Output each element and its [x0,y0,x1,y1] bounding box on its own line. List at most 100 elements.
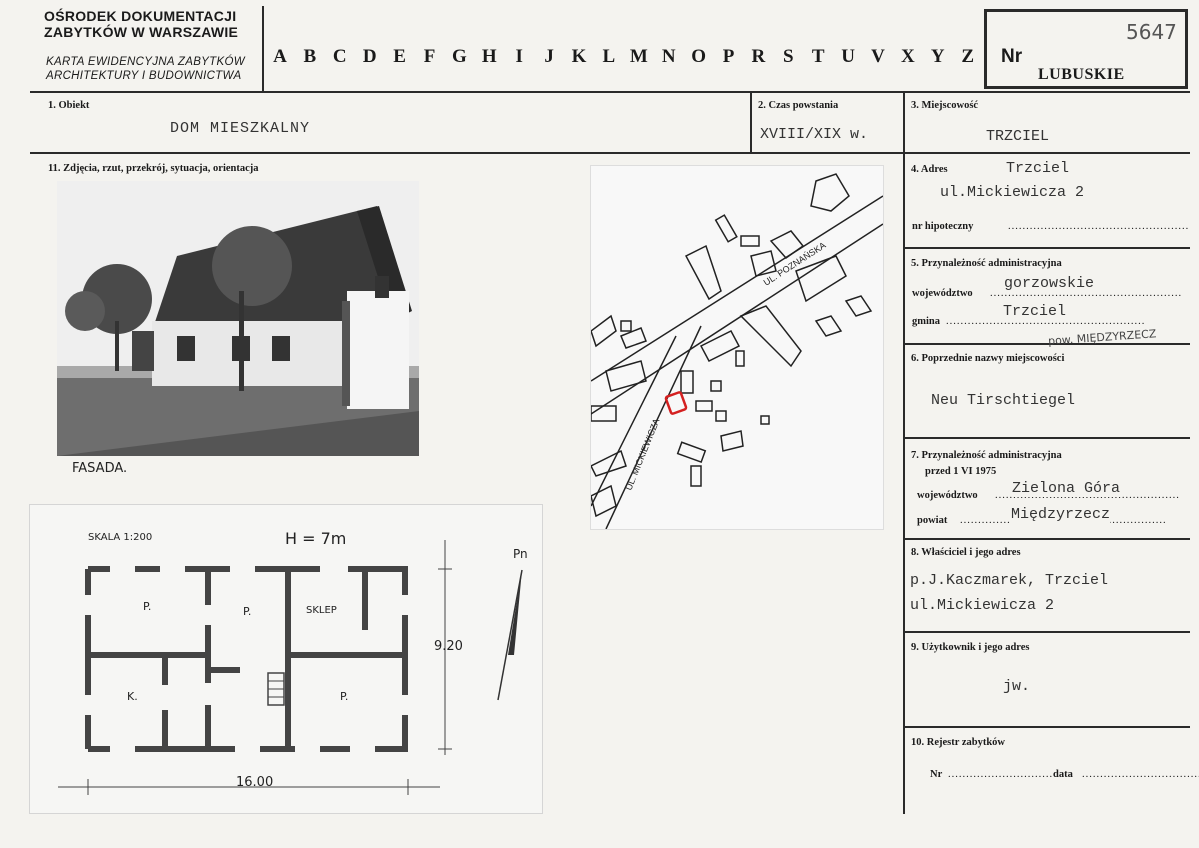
header-divider [262,6,264,92]
poprzednie-value: Neu Tirschtiegel [931,392,1076,409]
rejestr-label: 10. Rejestr zabytków [911,737,1005,748]
wojewodztwo-dots: ........................................… [990,288,1183,299]
gmina-label: gmina [912,316,941,327]
rule-header-bottom [30,91,1190,93]
room-label-2: P. [243,605,252,618]
letter-f: F [423,46,436,67]
north-label: Pn [513,547,528,561]
letter-c: C [332,46,347,67]
room-label-4: K. [127,690,138,703]
rule-sec6 [904,437,1190,439]
north-arrow-line [497,569,523,701]
floor-plan-drawing [58,540,523,795]
czas-value: XVIII/XIX w. [760,126,869,143]
obiekt-label: 1. Obiekt [48,100,90,111]
letter-n: N [661,46,676,67]
letter-j: J [544,46,554,67]
adres-label: 4. Adres [911,164,948,175]
poprzednie-label: 6. Poprzednie nazwy miejscowości [911,353,1065,364]
letter-k: K [571,46,587,67]
rule-sec7 [904,538,1190,540]
hipoteczny-label: nr hipoteczny [912,221,974,232]
region-stamp: LUBUSKIE [1038,66,1125,83]
letter-p: P [722,46,735,67]
powiat-label: powiat [917,515,948,526]
wlasciciel-line1: p.J.Kaczmarek, Trzciel [910,572,1109,589]
miejscowosc-label: 3. Miejscowość [911,100,979,111]
floor-plan: SKALA 1:200 H = 7m P. P. SKLEP K. P. 9.2… [29,504,543,814]
dim-vertical: 9.20 [434,639,463,654]
room-label-1: P. [143,600,152,613]
letter-o: O [691,46,706,67]
letter-a: A [273,46,287,67]
letter-b: B [303,46,317,67]
dim-horizontal: 16.00 [236,775,274,790]
adres-line2: ul.Mickiewicza 2 [940,184,1085,201]
nr-label: Nr [1001,46,1023,67]
letter-t: T [811,46,825,67]
room-label-5: P. [340,690,349,703]
facade-photo-image [57,181,419,456]
gmina-dots: ........................................… [946,316,1146,327]
letter-e: E [393,46,406,67]
rule-obiekt-right [750,92,752,153]
rule-sec9 [904,726,1190,728]
rule-row1-bottom [30,152,1190,154]
plan-height: H = 7m [285,529,347,548]
przed-label: przed 1 VI 1975 [925,466,997,477]
rejestr-nr-label: Nr [930,769,943,780]
uzytkownik-label: 9. Użytkownik i jego adres [911,642,1030,653]
rule-sec8 [904,631,1190,633]
letter-d: D [362,46,377,67]
czas-label: 2. Czas powstania [758,100,839,111]
wlasciciel-label: 8. Właściciel i jego adres [911,547,1021,558]
powiat-value: Międzyrzecz [1011,506,1111,523]
woj1975-label: województwo [917,490,978,501]
plan-scale: SKALA 1:200 [88,532,153,543]
nr-handwritten: 5647 [1126,20,1177,44]
rejestr-nr-dots: ............................. [948,769,1054,780]
hipoteczny-dots: ........................................… [1008,221,1190,232]
letter-r: R [751,46,766,67]
street-label-poznanska: UL. POZNAŃSKA [762,240,828,288]
number-box [984,9,1188,89]
przynaleznosc-label: 5. Przynależność administracyjna [911,258,1062,269]
adres-line1: Trzciel [1006,160,1070,177]
letter-l: L [602,46,616,67]
przynaleznosc1975-label: 7. Przynależność administracyjna [911,450,1062,461]
rule-sec5 [904,343,1190,345]
rule-sec4 [904,247,1190,249]
situation-map: UL. POZNAŃSKA UL. MICKIEWICZA [589,165,884,530]
letter-y: Y [930,46,945,67]
wojewodztwo-label: województwo [912,288,973,299]
letter-x: X [901,46,915,67]
obiekt-value: DOM MIESZKALNY [170,120,311,137]
wlasciciel-line2: ul.Mickiewicza 2 [910,597,1055,614]
situation-map-drawing: UL. POZNAŃSKA UL. MICKIEWICZA [589,173,884,530]
card-type-line1: KARTA EWIDENCYJNA ZABYTKÓW [46,56,245,68]
facade-photo [57,181,419,456]
woj1975-value: Zielona Góra [1012,480,1121,497]
rejestr-data-label: data [1053,769,1073,780]
institution-name-line1: OŚRODEK DOKUMENTACJI [44,8,237,24]
room-label-3: SKLEP [306,605,337,616]
photo-caption: FASADA. [72,461,128,476]
miejscowosc-value: TRZCIEL [986,128,1050,145]
uzytkownik-value: jw. [1003,678,1031,695]
gmina-value: Trzciel [1003,303,1067,320]
letter-s: S [783,46,794,67]
institution-name-line2: ZABYTKÓW W WARSZAWIE [44,24,239,40]
letter-h: H [481,46,497,67]
rejestr-data-dots: ................................. [1082,769,1199,780]
zdjecia-label: 11. Zdjęcia, rzut, przekrój, sytuacja, o… [48,163,259,174]
letter-m: M [629,46,648,67]
letter-z: Z [961,46,975,67]
rule-right-column [903,92,905,814]
letter-u: U [841,46,855,67]
location-marker [664,391,688,415]
letter-i: I [515,46,523,67]
wojewodztwo-value: gorzowskie [1004,275,1095,292]
card-type-line2: ARCHITEKTURY I BUDOWNICTWA [46,70,242,82]
letter-g: G [452,46,467,67]
letter-v: V [871,46,885,67]
